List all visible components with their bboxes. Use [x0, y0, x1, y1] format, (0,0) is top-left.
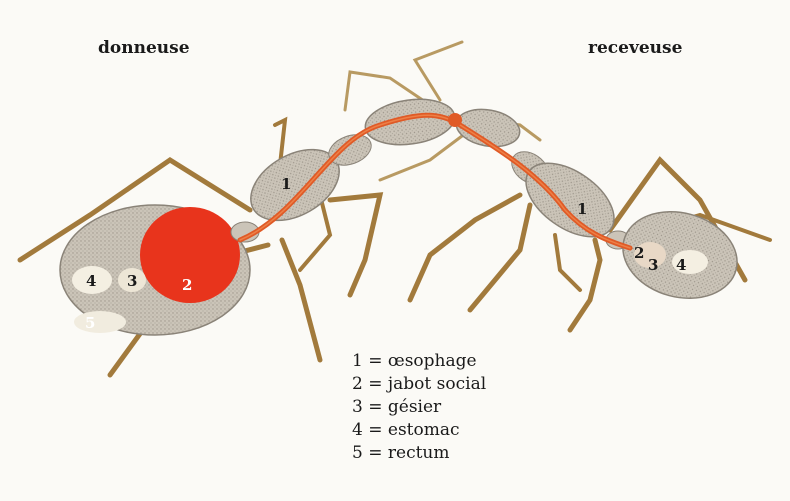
legend-number: 1: [352, 351, 363, 371]
legend-sep: =: [363, 443, 388, 463]
donor-label: donneuse: [98, 38, 190, 58]
legend-text: gésier: [388, 397, 441, 417]
receiver-marker-4: 4: [676, 256, 686, 274]
donor-marker-1: 1: [281, 175, 291, 193]
donor-marker-5: 5: [85, 314, 95, 332]
legend-item: 2 = jabot social: [352, 373, 486, 396]
donor-head: [362, 94, 457, 150]
receiver-label: receveuse: [588, 38, 682, 58]
receiver-marker-2: 2: [634, 244, 644, 262]
legend-number: 2: [352, 374, 363, 394]
legend-sep: =: [363, 420, 388, 440]
legend-item: 5 = rectum: [352, 442, 486, 465]
legend-item: 1 = œsophage: [352, 350, 486, 373]
legend-text: œsophage: [388, 351, 477, 371]
legend-number: 4: [352, 420, 363, 440]
legend-text: estomac: [388, 420, 460, 440]
mouthparts-contact: [448, 113, 462, 127]
legend-number: 5: [352, 443, 363, 463]
legend-item: 3 = gésier: [352, 396, 486, 419]
legend-sep: =: [363, 374, 388, 394]
donor-antennae: [345, 42, 462, 110]
legend-number: 3: [352, 397, 363, 417]
legend-text: rectum: [388, 443, 450, 463]
receiver-marker-3: 3: [648, 256, 658, 274]
donor-rectum: [74, 311, 126, 333]
donor-marker-4: 4: [86, 272, 96, 290]
receiver-marker-1: 1: [577, 200, 587, 218]
donor-marker-2: 2: [182, 276, 192, 294]
legend: 1 = œsophage 2 = jabot social 3 = gésier…: [352, 350, 486, 465]
legend-sep: =: [363, 351, 388, 371]
legend-text: jabot social: [388, 374, 486, 394]
donor-marker-3: 3: [127, 272, 137, 290]
legend-sep: =: [363, 397, 388, 417]
legend-item: 4 = estomac: [352, 419, 486, 442]
